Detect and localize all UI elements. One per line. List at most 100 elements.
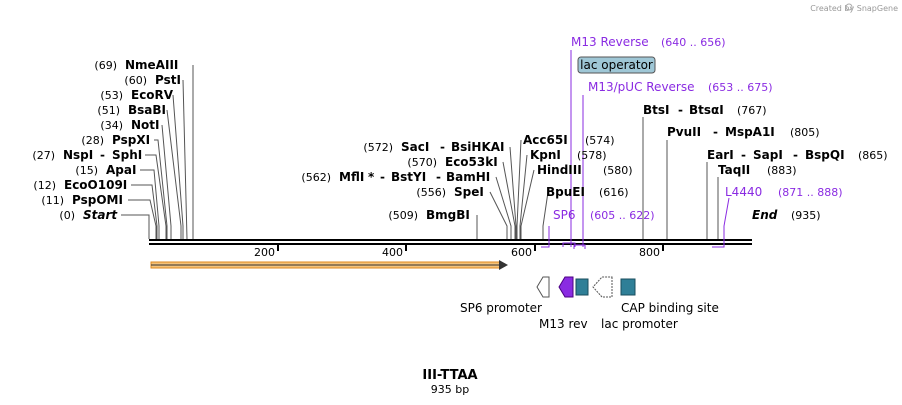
site-separator: - [741, 148, 746, 162]
map-length: 935 bp [431, 383, 469, 396]
snapgene-logo-icon [845, 3, 853, 11]
tick-label-600: 600 [511, 246, 532, 259]
tick-label-400: 400 [382, 246, 403, 259]
site-connectors-right [642, 117, 719, 239]
site-name-hindiii: HindIII [537, 163, 582, 177]
site-pos-psti: (60) [124, 74, 147, 87]
site-name-bspqi: BspQI [805, 148, 845, 162]
site-name-ecorv: EcoRV [131, 88, 174, 102]
site-name-start: Start [83, 208, 118, 222]
site-pos-pspomi: (11) [41, 194, 64, 207]
site-name-bamhi: BamHI [446, 170, 490, 184]
site-name-psti: PstI [155, 73, 181, 87]
scale-ticks: 200 400 600 800 [254, 244, 664, 259]
credit-text: Created by SnapGene [810, 4, 898, 13]
site-name-bmgbi: BmgBI [426, 208, 470, 222]
primer-range-l4440: (871 .. 888) [778, 186, 843, 199]
site-pos-apai: (15) [75, 164, 98, 177]
site-labels-middle: (509) BmgBI (556) SpeI (562) MflI * - Bs… [301, 133, 632, 222]
site-separator: - [440, 140, 445, 154]
primer-name-m13-reverse: M13 Reverse [571, 35, 649, 49]
site-name-eari: EarI [707, 148, 734, 162]
site-pos-start: (0) [59, 209, 75, 222]
primer-range-sp6: (605 .. 622) [590, 209, 655, 222]
site-labels-left: (0) Start (11) PspOMI (12) EcoO109I (15)… [32, 58, 181, 222]
site-name-sphi: SphI [112, 148, 142, 162]
site-name-btsi: BtsI [643, 103, 670, 117]
m13-rev-primer-icon [558, 276, 574, 298]
feature-glyphs [536, 276, 636, 298]
site-name-bpuei: BpuEI [546, 185, 585, 199]
site-separator: - [793, 148, 798, 162]
site-connectors-left [121, 65, 194, 240]
site-pos-btsi: (767) [737, 104, 767, 117]
site-pos-acc65i: (574) [585, 134, 615, 147]
site-pos-ecoo109i: (12) [33, 179, 56, 192]
tick-label-200: 200 [254, 246, 275, 259]
tick-label-800: 800 [639, 246, 660, 259]
site-separator: - [100, 148, 105, 162]
dna-backbone [149, 239, 752, 245]
site-separator: - [678, 103, 683, 117]
site-name-ecoo109i: EcoO109I [64, 178, 127, 192]
primer-labels: M13 Reverse (640 .. 656) M13/pUC Reverse… [553, 35, 843, 222]
lac-operator-box-icon [575, 278, 589, 296]
primer-name-sp6: SP6 [553, 208, 576, 222]
site-pos-pspxi: (28) [81, 134, 104, 147]
site-name-spei: SpeI [454, 185, 484, 199]
legend-m13-rev: M13 rev [539, 317, 588, 331]
site-pos-bpuei: (616) [599, 186, 629, 199]
site-name-bstyi: BstYI [391, 170, 426, 184]
orf-arrow [150, 260, 508, 270]
site-name-mspa1i: MspA1I [725, 125, 775, 139]
site-name-kpni: KpnI [530, 148, 561, 162]
site-name-nspi: NspI [63, 148, 93, 162]
site-labels-right: BtsI - BtsαI (767) PvuII - MspA1I (805) … [643, 103, 888, 222]
site-name-nmeaiii: NmeAIII [125, 58, 178, 72]
site-name-saci: SacI [401, 140, 429, 154]
lac-operator-label: lac operator [580, 58, 653, 72]
primer-connectors [541, 50, 730, 249]
sp6-promoter-arrow-icon [536, 276, 550, 298]
site-name-eco53ki: Eco53kI [445, 155, 498, 169]
site-pos-mfli: (562) [301, 171, 331, 184]
primer-range-m13-reverse: (640 .. 656) [661, 36, 726, 49]
site-name-mfli: MflI [339, 170, 364, 184]
site-separator: - [713, 125, 718, 139]
site-pos-saci: (572) [363, 141, 393, 154]
feature-legend: SP6 promoter M13 rev lac promoter CAP bi… [460, 301, 719, 331]
primer-range-m13-puc-reverse: (653 .. 675) [708, 81, 773, 94]
site-pos-ecorv: (53) [100, 89, 123, 102]
site-pos-bsabi: (51) [97, 104, 120, 117]
legend-sp6-promoter: SP6 promoter [460, 301, 542, 315]
site-pos-spei: (556) [416, 186, 446, 199]
lac-promoter-arrow-icon [592, 276, 613, 298]
map-title: III-TTAA [422, 368, 477, 383]
site-name-end: End [752, 208, 778, 222]
site-connectors-middle [476, 139, 549, 239]
site-pos-end: (935) [791, 209, 821, 222]
site-name-btsai: BtsαI [689, 103, 724, 117]
site-pos-pvuii: (805) [790, 126, 820, 139]
site-name-bsihkai: BsiHKAI [451, 140, 505, 154]
site-name-pspomi: PspOMI [72, 193, 123, 207]
site-name-acc65i: Acc65I [523, 133, 568, 147]
site-separator: - [436, 170, 441, 184]
site-name-taqii: TaqII [718, 163, 750, 177]
site-pos-noti: (34) [100, 119, 123, 132]
legend-cap-binding-site: CAP binding site [621, 301, 719, 315]
site-name-sapi: SapI [753, 148, 783, 162]
site-pos-nmeaiii: (69) [94, 59, 117, 72]
site-pos-eari: (865) [858, 149, 888, 162]
site-name-bsabi: BsaBI [128, 103, 166, 117]
site-pos-taqii: (883) [767, 164, 797, 177]
site-name-pspxi: PspXI [112, 133, 150, 147]
site-pos-kpni: (578) [577, 149, 607, 162]
site-name-apai: ApaI [106, 163, 136, 177]
site-pos-eco53ki: (570) [407, 156, 437, 169]
site-star-mfli: * [368, 170, 375, 184]
site-separator: - [380, 170, 385, 184]
site-name-noti: NotI [131, 118, 160, 132]
site-name-pvuii: PvuII [667, 125, 701, 139]
